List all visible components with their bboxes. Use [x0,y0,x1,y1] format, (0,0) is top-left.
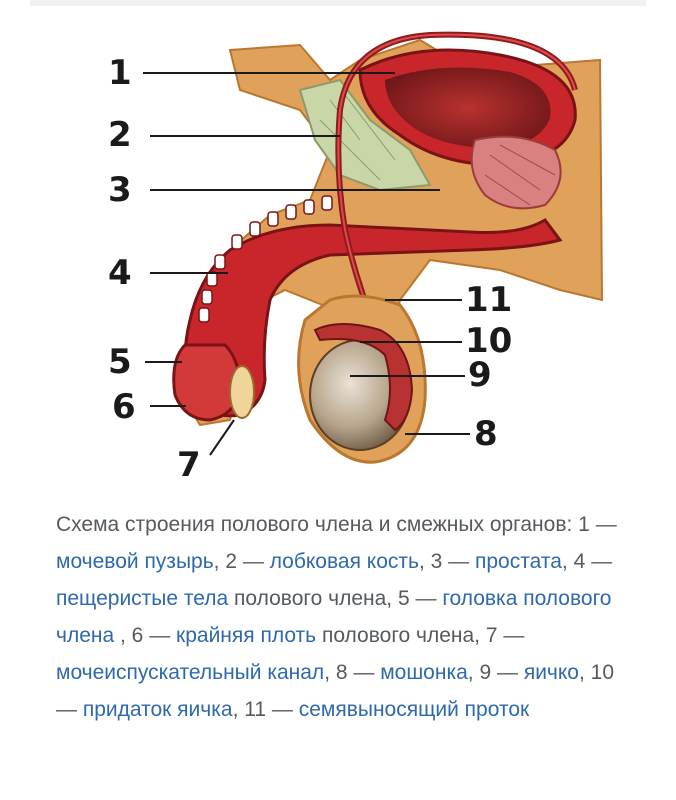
caption-item: 10 — придаток яичка, [56,661,615,721]
anatomy-illustration [143,31,604,464]
figure-caption: Схема строения полового члена и смежных … [56,506,636,728]
caption-item: 9 — яичко, [479,661,591,684]
link-urethra[interactable]: мочеиспускательный канал [56,661,325,684]
link-foreskin[interactable]: крайняя плоть [176,624,317,647]
link-cavernous-bodies[interactable]: пещеристые тела [56,587,229,610]
caption-intro: Схема строения полового члена и смежных … [56,513,579,536]
label-9: 9 [468,355,492,395]
caption-item: 3 — простата, [430,550,574,573]
top-strip [30,0,646,6]
link-scrotum[interactable]: мошонка [380,661,468,684]
caption-item: 2 — лобковая кость, [225,550,431,573]
label-4: 4 [108,253,132,293]
caption-item: 4 — пещеристые тела полового члена, [56,550,613,610]
link-glans[interactable]: головка полового члена [56,587,612,647]
epididymis [313,323,414,432]
caption-item: 6 — крайняя плоть полового члена, [131,624,486,647]
prostate [470,135,562,210]
label-1: 1 [108,53,132,93]
link-pubic-bone[interactable]: лобковая кость [269,550,419,573]
label-6: 6 [112,387,136,427]
pubic-bone [298,78,432,192]
caption-item: 8 — мошонка, [335,661,480,684]
link-prostate[interactable]: простата [475,550,562,573]
anatomy-diagram: 1 2 3 4 5 6 7 8 9 10 11 [108,31,604,485]
label-3: 3 [108,170,132,210]
label-7: 7 [177,445,201,485]
label-8: 8 [474,414,498,454]
label-2: 2 [108,115,132,155]
link-epididymis[interactable]: придаток яичка [82,698,233,721]
label-11: 11 [465,280,513,320]
link-vas-deferens[interactable]: семявыносящий проток [298,698,530,721]
caption-item: 11 — семявыносящий проток [244,698,530,721]
label-5: 5 [108,342,132,382]
cavernous-body [198,195,333,323]
link-bladder[interactable]: мочевой пузырь [56,550,214,573]
leader-lines [143,72,470,456]
caption-item: 7 — мочеиспускательный канал, [56,624,525,684]
caption-item: 5 — головка полового члена , [56,587,612,647]
caption-item: 1 — мочевой пузырь, [56,513,617,573]
label-10: 10 [465,321,513,361]
link-testis[interactable]: яичко [523,661,579,684]
